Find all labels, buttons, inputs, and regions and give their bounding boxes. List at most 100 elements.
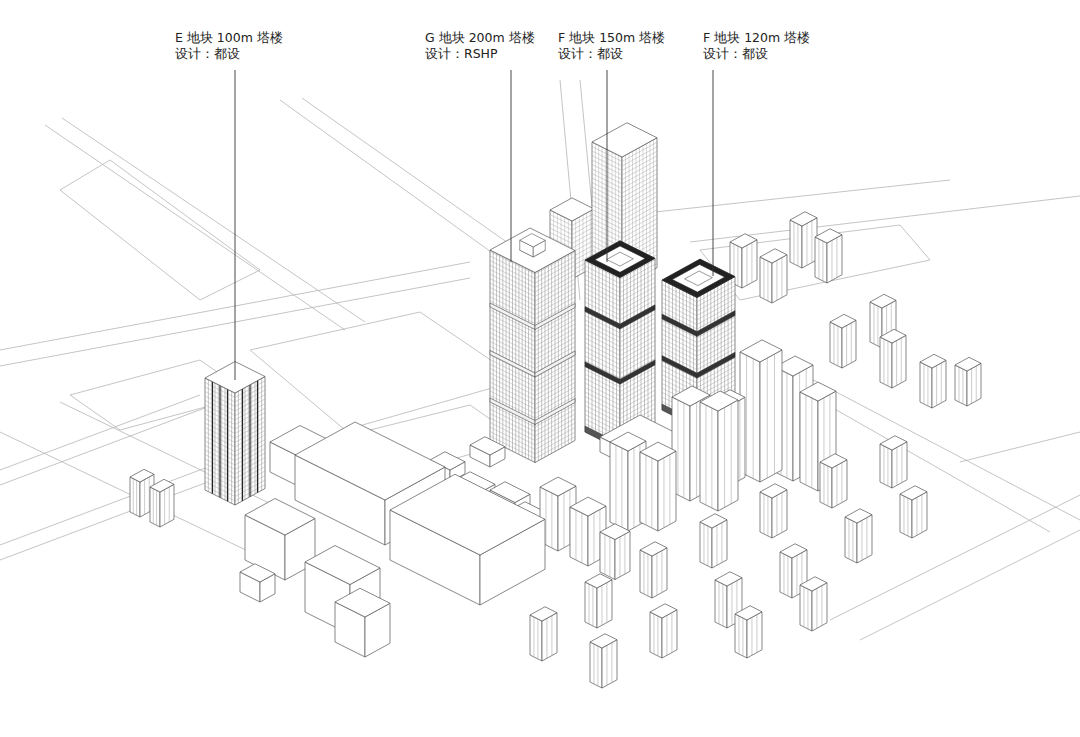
building-face — [600, 524, 630, 540]
road-line — [45, 125, 345, 330]
building-face — [490, 303, 535, 330]
facade-line — [535, 311, 575, 333]
building-face — [585, 260, 620, 450]
facade-line — [671, 613, 672, 653]
building-face — [490, 228, 575, 273]
facade-line — [585, 410, 620, 428]
building-face — [845, 509, 872, 523]
facade-line — [153, 489, 154, 524]
facade-line — [833, 324, 834, 364]
building-face — [790, 212, 817, 226]
building-face — [955, 357, 981, 371]
building-face — [570, 497, 606, 516]
facade-line — [535, 419, 575, 441]
building-face — [530, 615, 542, 661]
facade-line — [662, 298, 697, 316]
building-face — [790, 220, 802, 268]
building — [640, 442, 676, 531]
facade-line — [535, 423, 575, 445]
facade-line — [883, 339, 884, 384]
building-face — [815, 237, 827, 283]
building-face — [130, 477, 140, 517]
facade-line — [841, 463, 842, 503]
facade-line — [976, 366, 977, 401]
facade-line — [585, 289, 620, 307]
facade-line — [585, 334, 620, 352]
facade-line — [643, 552, 644, 594]
building-face — [590, 634, 617, 648]
facade-line — [551, 616, 552, 656]
facade-line — [637, 268, 638, 440]
facade-line — [588, 262, 589, 434]
facade-line — [164, 489, 165, 524]
facade-line — [647, 554, 648, 596]
building — [880, 436, 907, 488]
facade-line — [238, 391, 239, 503]
facade-line — [623, 276, 624, 448]
callout-label: 设计：RSHP — [425, 46, 498, 62]
facade-line — [803, 587, 804, 627]
building-face — [830, 314, 856, 328]
building-face — [652, 548, 667, 598]
facade-line — [767, 261, 768, 301]
building-face — [305, 546, 380, 585]
building-face — [535, 351, 575, 377]
facade-line — [606, 645, 607, 685]
building — [240, 564, 275, 602]
facade-line — [144, 479, 145, 514]
leader-line — [713, 70, 714, 276]
facade-line — [837, 326, 838, 366]
facade-line — [767, 496, 768, 536]
building — [955, 357, 981, 406]
building-face — [760, 484, 787, 498]
building-face — [640, 442, 676, 461]
road-line — [830, 495, 1080, 620]
building-face — [672, 264, 725, 292]
facade-line — [662, 294, 697, 312]
facade-line — [537, 619, 538, 659]
facade-line — [666, 615, 667, 655]
building — [530, 607, 557, 661]
building — [735, 606, 762, 658]
building-face — [920, 362, 932, 408]
building-face — [585, 362, 620, 385]
facade-line — [585, 347, 620, 365]
road-line — [280, 100, 505, 262]
building-face — [685, 271, 713, 286]
facade-line — [227, 385, 228, 501]
facade-line — [585, 392, 620, 410]
facade-line — [901, 338, 902, 383]
facade-line — [697, 358, 735, 379]
parcel-outline — [250, 312, 520, 430]
building — [900, 486, 927, 538]
facade-line — [781, 493, 782, 533]
building-face — [600, 532, 615, 580]
facade-line — [208, 380, 209, 492]
facade-line — [651, 260, 652, 432]
facade-line — [225, 388, 226, 500]
facade-line — [490, 279, 535, 302]
facade-line — [624, 534, 625, 574]
building-face — [700, 391, 738, 411]
facade-line — [609, 537, 610, 577]
facade-line — [851, 323, 852, 363]
facade-line — [169, 487, 170, 522]
building-face — [880, 436, 907, 450]
facade-line — [585, 325, 620, 343]
facade-line — [831, 240, 832, 280]
building-face — [700, 402, 718, 511]
road-line — [0, 455, 240, 545]
road-network — [0, 80, 1080, 640]
facade-line — [490, 292, 535, 315]
facade-line — [490, 342, 535, 365]
facade-line — [535, 437, 575, 459]
building-face — [700, 522, 712, 568]
facade-line — [672, 285, 673, 415]
facade-line — [756, 615, 757, 653]
facade-line — [550, 219, 572, 230]
facade-line — [585, 293, 620, 311]
building-face — [815, 229, 842, 243]
facade-line — [535, 324, 575, 346]
facade-line — [535, 333, 575, 355]
building-face — [650, 604, 677, 618]
